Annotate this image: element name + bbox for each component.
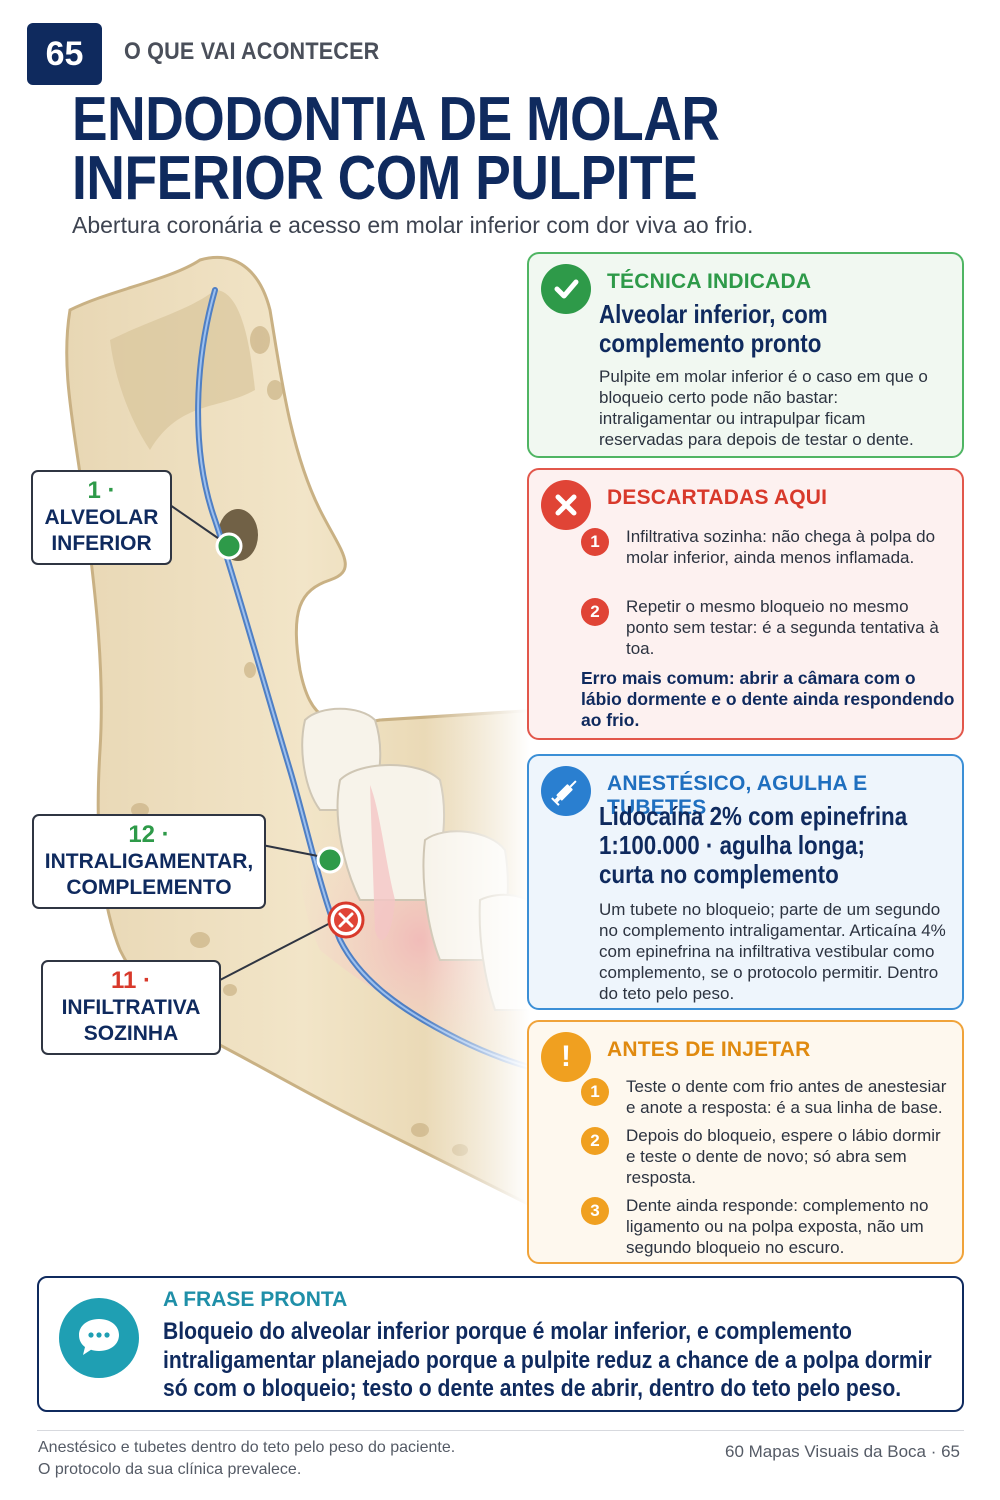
card-body: Pulpite em molar inferior é o caso em qu… (599, 367, 928, 449)
chat-bubble-icon (59, 1298, 139, 1378)
list-item: 2 Depois do bloqueio, espere o lábio dor… (581, 1125, 951, 1188)
callout-infiltrativa: 11 · INFILTRATIVA SOZINHA (41, 960, 221, 1055)
callout-intraligamentar: 12 · INTRALIGAMENTAR, COMPLEMENTO (32, 814, 266, 909)
card-body: Um tubete no bloqueio; parte de um segun… (599, 900, 946, 1003)
page-number-badge: 65 (27, 23, 102, 85)
card-headline: Lidocaína 2% com epinefrina 1:100.000 · … (599, 801, 908, 889)
mandible-illustration (0, 250, 530, 1270)
phrase-text: Bloqueio do alveolar inferior porque é m… (163, 1318, 932, 1402)
card-heading: TÉCNICA INDICADA (607, 270, 812, 293)
kicker: O QUE VAI ACONTECER (124, 38, 380, 65)
list-item: 1 Infiltrativa sozinha: não chega à polp… (581, 526, 951, 568)
marker-infiltrativa-x-icon (327, 901, 365, 939)
card-headline: Alveolar inferior, com complemento pront… (599, 299, 828, 358)
list-item: 3 Dente ainda responde: complemento no l… (581, 1195, 951, 1258)
page-subtitle: Abertura coronária e acesso em molar inf… (72, 212, 754, 238)
syringe-icon (541, 766, 591, 816)
callout-alveolar-inferior: 1 · ALVEOLAR INFERIOR (31, 470, 172, 565)
x-icon (541, 480, 591, 530)
marker-intraligamentar (316, 846, 344, 874)
footer-note: Anestésico e tubetes dentro do teto pelo… (38, 1439, 456, 1478)
card-heading: ANTES DE INJETAR (607, 1038, 811, 1061)
card-heading: DESCARTADAS AQUI (607, 486, 828, 509)
page-title: ENDODONTIA DE MOLAR INFERIOR COM PULPITE (72, 85, 726, 213)
exclamation-icon: ! (541, 1032, 591, 1082)
card-antes-de-injetar: ! ANTES DE INJETAR 1 Teste o dente com f… (527, 1020, 964, 1264)
card-tecnica-indicada: TÉCNICA INDICADA Alveolar inferior, com … (527, 252, 964, 458)
marker-alveolar-inferior (215, 532, 243, 560)
list-item: 2 Repetir o mesmo bloqueio no mesmo pont… (581, 596, 951, 659)
card-anestesico: ANESTÉSICO, AGULHA E TUBETES Lidocaína 2… (527, 754, 964, 1010)
title-line-2: INFERIOR COM PULPITE (72, 144, 698, 213)
list-item: 1 Teste o dente com frio antes de aneste… (581, 1076, 951, 1118)
common-error-note: Erro mais comum: abrir a câmara com o lá… (581, 668, 955, 730)
footer-page-ref: 60 Mapas Visuais da Boca · 65 (725, 1442, 960, 1461)
card-descartadas: DESCARTADAS AQUI 1 Infiltrativa sozinha:… (527, 468, 964, 740)
footer-divider (37, 1430, 964, 1431)
phrase-heading: A FRASE PRONTA (163, 1288, 348, 1311)
check-icon (541, 264, 591, 314)
card-heading: ANESTÉSICO, AGULHA E TUBETES (607, 772, 868, 819)
title-line-1: ENDODONTIA DE MOLAR (72, 85, 720, 154)
frase-pronta-box: A FRASE PRONTA Bloqueio do alveolar infe… (37, 1276, 964, 1412)
